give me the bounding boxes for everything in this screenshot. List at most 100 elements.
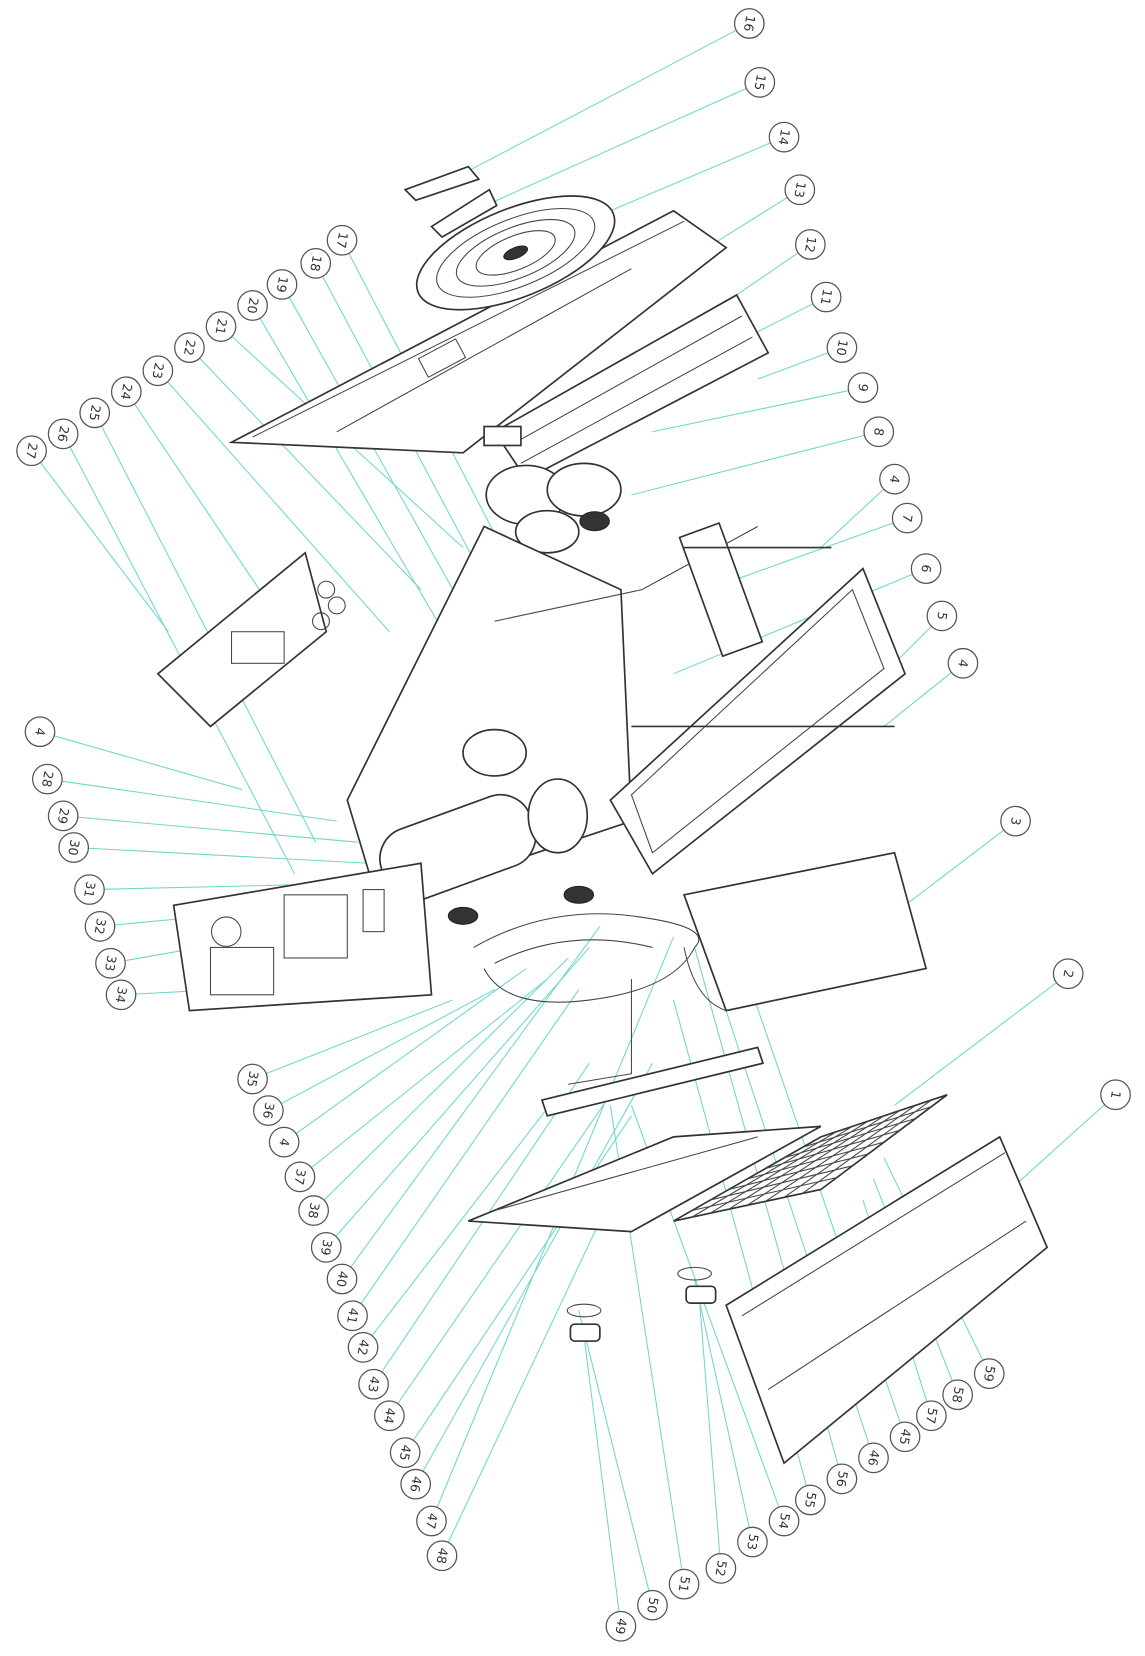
callout-21: 21 — [205, 311, 237, 342]
callout-circle — [337, 1300, 368, 1332]
callout-number: 28 — [39, 770, 57, 788]
callout-22: 22 — [174, 332, 205, 363]
callout-circle — [358, 1368, 389, 1400]
callout-number: 18 — [307, 254, 325, 272]
leader-line — [47, 778, 337, 822]
callout-circle — [105, 979, 137, 1011]
callout-circle — [326, 224, 358, 256]
callout-51: 51 — [668, 1568, 700, 1600]
callout-number: 54 — [776, 1512, 794, 1530]
callout-23: 23 — [142, 355, 174, 387]
callout-32: 32 — [84, 911, 116, 942]
callout-circle — [400, 1468, 432, 1500]
grille-bar — [765, 1129, 900, 1169]
callout-number: 30 — [65, 838, 83, 856]
electrical-box — [156, 551, 346, 728]
leader-line — [894, 973, 1069, 1106]
grille-bar — [765, 1110, 901, 1202]
callout-20: 20 — [237, 290, 268, 321]
callout-circle — [768, 1505, 800, 1537]
callouts: 1615141312111098476543211718192021222324… — [16, 8, 1131, 1642]
callout-circle — [889, 1421, 921, 1453]
callout-number: 21 — [213, 317, 231, 335]
leader-line — [652, 387, 864, 433]
callout-number: 13 — [791, 181, 809, 199]
callout-circle — [174, 332, 205, 363]
leader-line — [62, 433, 296, 875]
callout-circle — [637, 1589, 668, 1621]
callout-circle — [891, 502, 923, 534]
callout-circle — [826, 332, 858, 363]
callout-circle — [298, 1195, 329, 1226]
callout-number: 9 — [855, 382, 871, 393]
leader-line — [157, 370, 390, 633]
callout-number: 8 — [871, 427, 887, 438]
callout-52: 52 — [705, 1552, 737, 1584]
callout-number: 45 — [397, 1443, 415, 1461]
leader-line — [820, 478, 895, 548]
parts — [156, 165, 1049, 1465]
callout-circle — [426, 1540, 458, 1572]
leader-line — [404, 1115, 632, 1453]
callout-46: 46 — [400, 1468, 432, 1500]
callout-number: 20 — [244, 296, 262, 314]
callout-circle — [737, 1526, 768, 1558]
leader-line — [352, 989, 580, 1317]
callout-12: 12 — [794, 229, 826, 260]
leader-line — [63, 815, 358, 843]
callout-number: 35 — [244, 1070, 262, 1088]
callout-number: 48 — [434, 1547, 452, 1565]
union-nuts — [566, 1266, 717, 1342]
leader-line — [252, 999, 453, 1080]
callout-circle — [110, 376, 142, 408]
callout-number: 55 — [802, 1491, 820, 1509]
leader-line — [736, 517, 908, 580]
callout-circle — [237, 290, 268, 321]
callout-circle — [768, 121, 800, 153]
callout-58: 58 — [942, 1379, 974, 1411]
callout-circle — [310, 1232, 342, 1263]
callout-circle — [31, 763, 63, 795]
callout-number: 5 — [934, 611, 950, 622]
callout-10: 10 — [826, 332, 858, 363]
callout-circle — [947, 647, 979, 679]
leader-line — [31, 450, 169, 633]
leader-line — [715, 189, 801, 243]
callout-8: 8 — [863, 416, 895, 448]
callout-42: 42 — [347, 1331, 379, 1363]
callout-28: 28 — [31, 763, 63, 795]
callout-number: 39 — [318, 1238, 336, 1256]
callout-number: 51 — [676, 1575, 694, 1593]
callout-number: 27 — [23, 442, 41, 460]
callout-47: 47 — [416, 1505, 447, 1537]
leader-line — [299, 978, 548, 1178]
leader-line — [699, 1305, 722, 1569]
callout-circle — [794, 1484, 826, 1516]
callout-number: 58 — [949, 1386, 967, 1404]
callout-number: 40 — [334, 1270, 352, 1288]
callout-24: 24 — [110, 376, 142, 408]
leader-line — [39, 731, 243, 791]
leader-line — [441, 1220, 601, 1556]
leader-line — [373, 1062, 590, 1385]
callout-number: 7 — [899, 513, 915, 524]
leader-line — [694, 1278, 753, 1543]
callout-number: 34 — [113, 986, 131, 1004]
callout-44: 44 — [374, 1400, 405, 1432]
callout-circle — [879, 463, 910, 495]
grille-bar — [802, 1099, 932, 1194]
callout-number: 4 — [887, 474, 903, 485]
callout-11: 11 — [810, 281, 842, 313]
leader-line — [583, 1336, 622, 1627]
callout-45: 45 — [889, 1421, 921, 1453]
callout-circle — [374, 1400, 405, 1432]
callout-number: 6 — [918, 563, 934, 574]
callout-circle — [705, 1552, 737, 1584]
callout-17: 17 — [326, 224, 358, 256]
callout-circle — [784, 174, 816, 206]
piping-assembly — [473, 913, 765, 1117]
callout-circle — [416, 1505, 447, 1537]
callout-4: 4 — [947, 647, 979, 679]
